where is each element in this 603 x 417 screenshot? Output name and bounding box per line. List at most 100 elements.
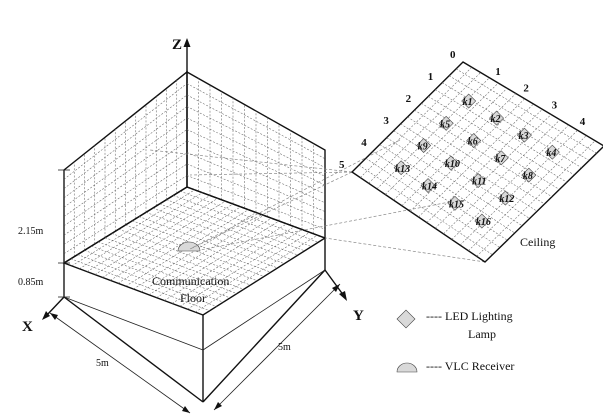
wall-right-grid-line	[186, 83, 326, 160]
x-axis-label: X	[22, 319, 33, 335]
wall-left-grid-line	[63, 83, 188, 180]
led-lamp: k3	[517, 127, 532, 143]
lamp-label: k6	[468, 137, 478, 148]
floor-grid-line	[141, 215, 264, 293]
lamp-label: k15	[449, 199, 464, 210]
wall-right-grid-line	[186, 140, 326, 204]
led-lamp: k10	[443, 155, 460, 171]
led-lamp: k11	[470, 173, 487, 188]
led-lamp-icon	[474, 213, 490, 229]
ceiling-grid-line	[360, 67, 473, 178]
led-lamp-icon	[438, 115, 454, 131]
ceiling-grid-line	[385, 82, 499, 195]
wall-left-grid-line	[63, 152, 188, 236]
lamp-label: k10	[445, 159, 460, 170]
floor-grid-line	[110, 203, 234, 281]
col-index: 1	[495, 66, 501, 78]
legend-led-line1: ---- LED Lighting	[426, 309, 513, 323]
floor-label-line2: Floor	[180, 291, 206, 305]
lamp-label: k1	[463, 97, 473, 108]
led-lamp-icon	[544, 144, 560, 160]
wall-right-grid-line	[186, 175, 326, 230]
led-lamp-icon	[461, 93, 477, 109]
floor-grid-line	[179, 229, 303, 307]
row-index: 2	[406, 93, 412, 105]
floor-label-line1: Communication	[152, 274, 229, 288]
width-x-label: 5m	[96, 358, 109, 369]
ceiling-grid-line	[421, 103, 560, 190]
floor-grid-line	[87, 195, 211, 272]
lamp-label: k5	[440, 119, 450, 130]
floor-grid-line	[171, 226, 295, 304]
floor-grid-line	[118, 228, 258, 282]
wall-left-grid-line	[63, 163, 188, 245]
led-lamp: k4	[544, 144, 560, 160]
ceiling-grid-line	[409, 98, 525, 212]
ceiling-grid-line	[365, 158, 501, 248]
lamp-label: k11	[472, 177, 486, 188]
lamp-label: k7	[495, 154, 506, 165]
wall-left-grid-line	[63, 94, 188, 189]
floor-grid-line	[195, 234, 318, 313]
col-index: 2	[523, 83, 529, 95]
led-lamp-icon	[393, 160, 409, 176]
ceiling-grid-line	[468, 135, 587, 251]
ceiling-lamps: k1 k2 k3 k4 k5 k6 k7 k8 k9 k10 k11 k12 k13 k14 k15 k16	[393, 93, 560, 229]
legend-receiver-icon	[396, 362, 418, 373]
floor-grid-line	[148, 217, 272, 296]
col-index: 3	[552, 99, 558, 111]
led-lamp: k12	[497, 190, 514, 206]
wall-right-grid-line	[186, 106, 326, 177]
z-axis-label: Z	[172, 37, 182, 53]
projection-lines	[149, 139, 486, 263]
led-lamp-icon	[420, 178, 436, 193]
led-lamp: k8	[521, 167, 537, 183]
wall-left-grid-line	[63, 117, 188, 208]
ceiling-grid-line	[414, 109, 553, 197]
lamp-label: k16	[476, 217, 491, 228]
led-lamp-icon	[521, 167, 537, 183]
led-lamp: k7	[493, 150, 509, 166]
col-index: 4	[580, 116, 586, 128]
floor-grid-line	[173, 195, 312, 247]
ceiling-grid-line	[476, 140, 596, 257]
legend-receiver-label: ---- VLC Receiver	[426, 359, 514, 373]
height-dimension: 2.15m 0.85m	[18, 169, 70, 298]
led-lamp: k16	[474, 213, 491, 229]
ceiling-grid-line	[443, 119, 561, 235]
height-upper-label: 2.15m	[18, 226, 44, 237]
led-lamp-icon	[470, 173, 486, 188]
led-lamp-icon	[489, 110, 504, 126]
led-lamp: k9	[416, 138, 432, 153]
led-lamp-icon	[447, 195, 463, 211]
lamp-label: k2	[491, 114, 501, 125]
ceiling-grid-line	[386, 137, 523, 226]
led-lamp-icon	[493, 150, 509, 166]
lamp-label: k9	[418, 142, 428, 153]
floor-grid-line	[91, 245, 231, 299]
ceiling-grid-line	[418, 103, 534, 218]
led-lamp: k1	[461, 93, 477, 109]
lamp-label: k13	[395, 164, 410, 175]
width-y-label: 5m	[278, 342, 291, 353]
width-dimension-y: 5m	[213, 283, 341, 411]
led-lamp: k5	[438, 115, 454, 131]
row-index: 4	[361, 137, 367, 149]
row-index: 1	[428, 71, 434, 83]
ceiling-grid-line	[435, 89, 575, 176]
wall-right-grid-line	[186, 94, 326, 168]
led-lamp-icon	[443, 155, 459, 171]
ceiling-plane	[350, 61, 603, 263]
led-lamp: k13	[393, 160, 410, 176]
wall-left-grid-line	[63, 106, 188, 199]
floor-grid-line	[71, 189, 195, 267]
legend-led-line2: Lamp	[468, 327, 496, 341]
led-lamp: k15	[447, 195, 464, 211]
lamp-label: k3	[518, 131, 528, 142]
ceiling-grid-line	[376, 77, 490, 190]
lamp-label: k14	[422, 182, 437, 193]
lamp-label: k12	[499, 194, 514, 205]
led-lamp-icon	[466, 133, 482, 148]
